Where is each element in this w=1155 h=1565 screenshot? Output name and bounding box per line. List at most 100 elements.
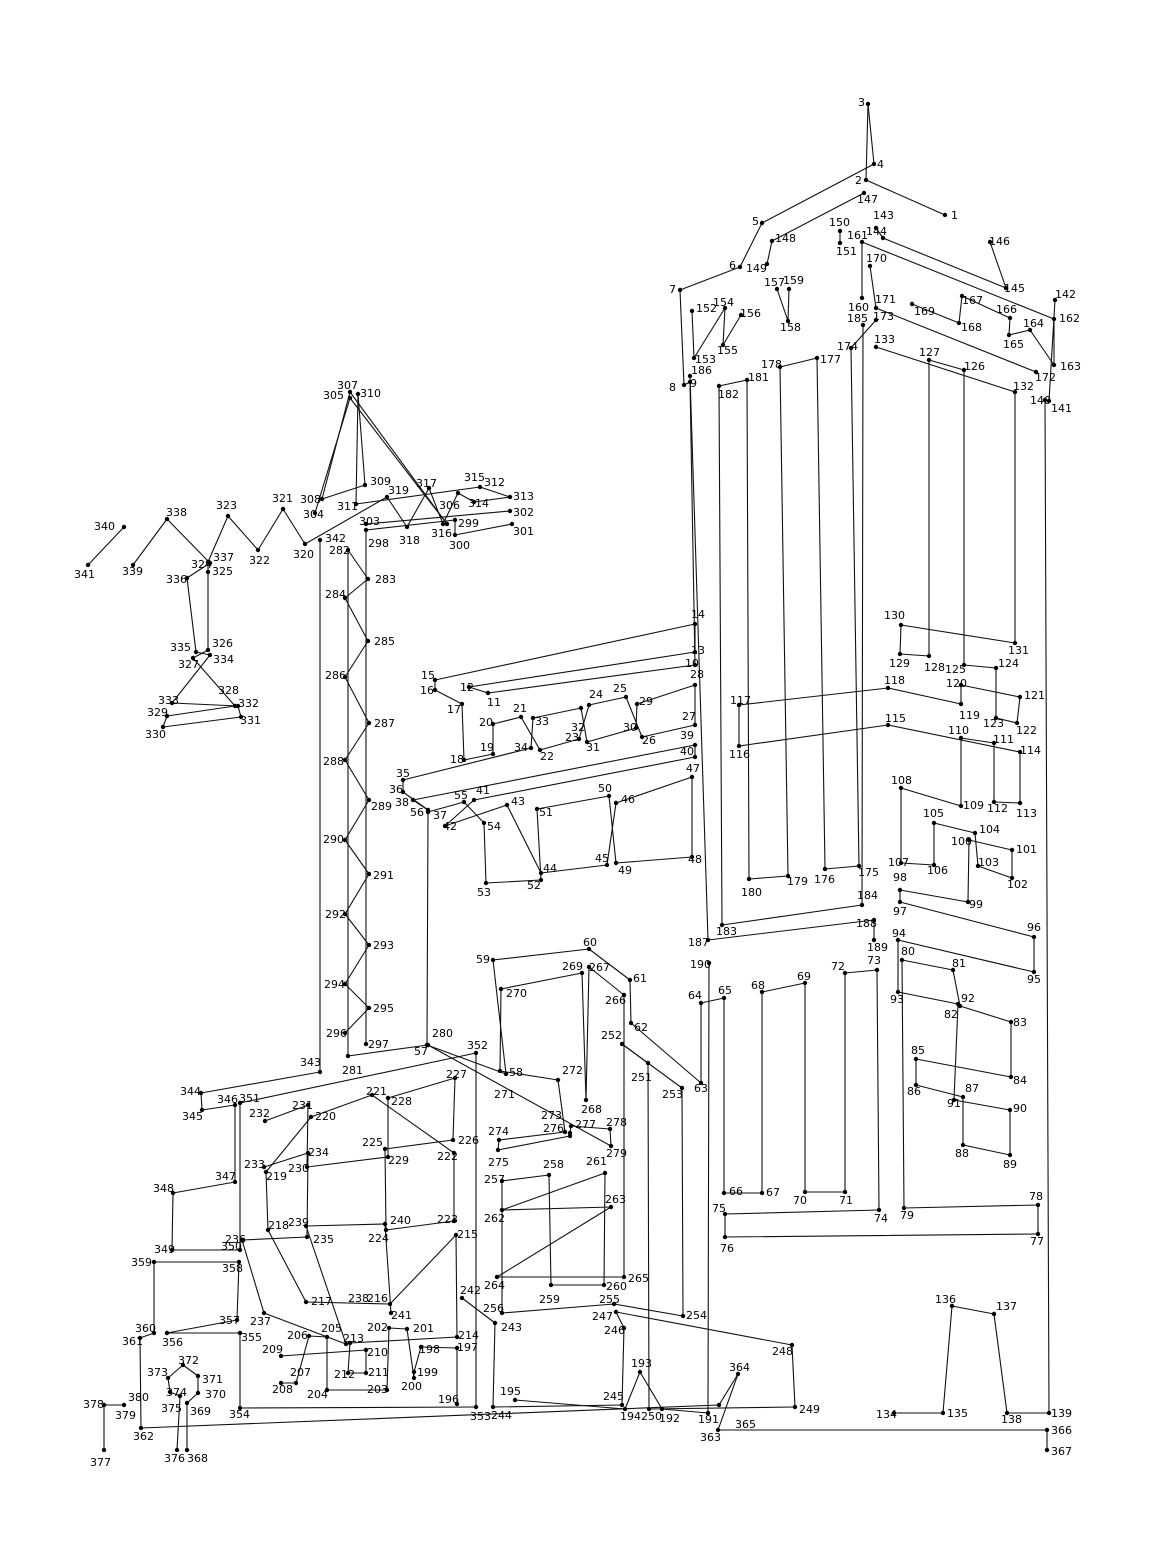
dot-159 bbox=[786, 286, 792, 292]
dot-label-294: 294 bbox=[324, 978, 345, 991]
dot-label-318: 318 bbox=[399, 534, 420, 547]
dot-label-359: 359 bbox=[131, 1256, 152, 1269]
dot-label-288: 288 bbox=[323, 755, 344, 768]
dot-label-358: 358 bbox=[222, 1262, 243, 1275]
dot-36 bbox=[400, 789, 406, 795]
connection-line bbox=[420, 1346, 458, 1349]
dot-label-284: 284 bbox=[325, 588, 346, 601]
connection-line bbox=[426, 1044, 507, 1075]
dot-label-271: 271 bbox=[494, 1088, 515, 1101]
dot-label-337: 337 bbox=[213, 551, 234, 564]
dot-label-126: 126 bbox=[964, 360, 985, 373]
dot-label-262: 262 bbox=[484, 1212, 505, 1225]
dot-label-96: 96 bbox=[1027, 921, 1041, 934]
dot-label-64: 64 bbox=[688, 989, 702, 1002]
dot-label-342: 342 bbox=[325, 532, 346, 545]
dot-label-22: 22 bbox=[540, 750, 554, 763]
dot-67 bbox=[759, 1190, 765, 1196]
dot-38 bbox=[410, 797, 416, 803]
dot-label-120: 120 bbox=[946, 677, 967, 690]
dot-label-289: 289 bbox=[371, 800, 392, 813]
dot-label-17: 17 bbox=[447, 703, 461, 716]
dot-151 bbox=[837, 240, 843, 246]
dot-label-224: 224 bbox=[368, 1232, 389, 1245]
connection-line bbox=[492, 959, 507, 1075]
connection-line bbox=[693, 307, 726, 359]
dot-31 bbox=[584, 739, 590, 745]
connection-line bbox=[385, 1220, 455, 1231]
dot-208 bbox=[278, 1380, 284, 1386]
dot-11 bbox=[485, 690, 491, 696]
dot-label-243: 243 bbox=[501, 1321, 522, 1334]
connection-line bbox=[738, 687, 889, 706]
dot-label-336: 336 bbox=[166, 573, 187, 586]
dot-label-47: 47 bbox=[686, 762, 700, 775]
connection-line bbox=[689, 381, 696, 666]
dot-label-201: 201 bbox=[413, 1322, 434, 1335]
dot-label-140: 140 bbox=[1030, 394, 1051, 407]
connection-line bbox=[875, 346, 1016, 393]
dot-label-317: 317 bbox=[416, 477, 437, 490]
dot-label-24: 24 bbox=[589, 688, 603, 701]
connection-line bbox=[585, 966, 590, 1101]
dot-label-349: 349 bbox=[154, 1243, 175, 1256]
dot-label-60: 60 bbox=[583, 936, 597, 949]
dot-label-72: 72 bbox=[831, 960, 845, 973]
connection-line bbox=[434, 623, 696, 681]
connection-line bbox=[310, 1094, 373, 1118]
dot-label-274: 274 bbox=[488, 1125, 509, 1138]
dot-302 bbox=[509, 521, 515, 527]
dot-label-185: 185 bbox=[847, 312, 868, 325]
dot-label-84: 84 bbox=[1013, 1074, 1027, 1087]
connection-line bbox=[344, 597, 369, 642]
dot-58 bbox=[503, 1071, 509, 1077]
dot-label-222: 222 bbox=[437, 1150, 458, 1163]
dot-label-19: 19 bbox=[480, 741, 494, 754]
dot-368 bbox=[1044, 1447, 1050, 1453]
dot-label-179: 179 bbox=[787, 875, 808, 888]
dot-label-146: 146 bbox=[989, 235, 1010, 248]
dot-label-257: 257 bbox=[484, 1173, 505, 1186]
dot-73 bbox=[874, 967, 880, 973]
dot-label-26: 26 bbox=[642, 734, 656, 747]
dot-96 bbox=[1031, 934, 1037, 940]
connection-line bbox=[321, 484, 366, 500]
connection-line bbox=[776, 288, 789, 322]
dot-361 bbox=[151, 1330, 157, 1336]
dot-366 bbox=[715, 1427, 721, 1433]
dot-label-230: 230 bbox=[288, 1162, 309, 1175]
dot-label-13: 13 bbox=[691, 644, 705, 657]
connection-line bbox=[172, 1181, 236, 1194]
dot-label-273: 273 bbox=[541, 1109, 562, 1122]
dot-179 bbox=[785, 873, 791, 879]
dot-125 bbox=[961, 662, 967, 668]
dot-59 bbox=[490, 957, 496, 963]
dot-224 bbox=[383, 1227, 389, 1233]
dot-41 bbox=[471, 797, 477, 803]
dot-label-169: 169 bbox=[914, 305, 935, 318]
connection-line bbox=[570, 1125, 611, 1130]
dot-105 bbox=[931, 820, 937, 826]
connection-line bbox=[344, 722, 370, 761]
dot-95 bbox=[1031, 969, 1037, 975]
connection-line bbox=[867, 103, 875, 165]
connection-line bbox=[506, 804, 542, 874]
dot-106 bbox=[931, 862, 937, 868]
dot-label-66: 66 bbox=[729, 1185, 743, 1198]
dot-label-329: 329 bbox=[147, 706, 168, 719]
dot-287 bbox=[342, 674, 348, 680]
dot-362 bbox=[137, 1335, 143, 1341]
dot-49 bbox=[613, 860, 619, 866]
connection-line bbox=[305, 1301, 391, 1305]
dot-210 bbox=[363, 1347, 369, 1353]
connection-line bbox=[588, 948, 631, 981]
dot-label-345: 345 bbox=[182, 1110, 203, 1123]
dot-label-139: 139 bbox=[1051, 1407, 1072, 1420]
dot-label-247: 247 bbox=[592, 1310, 613, 1323]
dot-9 bbox=[687, 379, 693, 385]
dot-128 bbox=[926, 653, 932, 659]
dot-label-305: 305 bbox=[323, 389, 344, 402]
dot-label-307: 307 bbox=[337, 379, 358, 392]
dot-359 bbox=[236, 1259, 242, 1265]
connection-line bbox=[306, 1104, 309, 1168]
